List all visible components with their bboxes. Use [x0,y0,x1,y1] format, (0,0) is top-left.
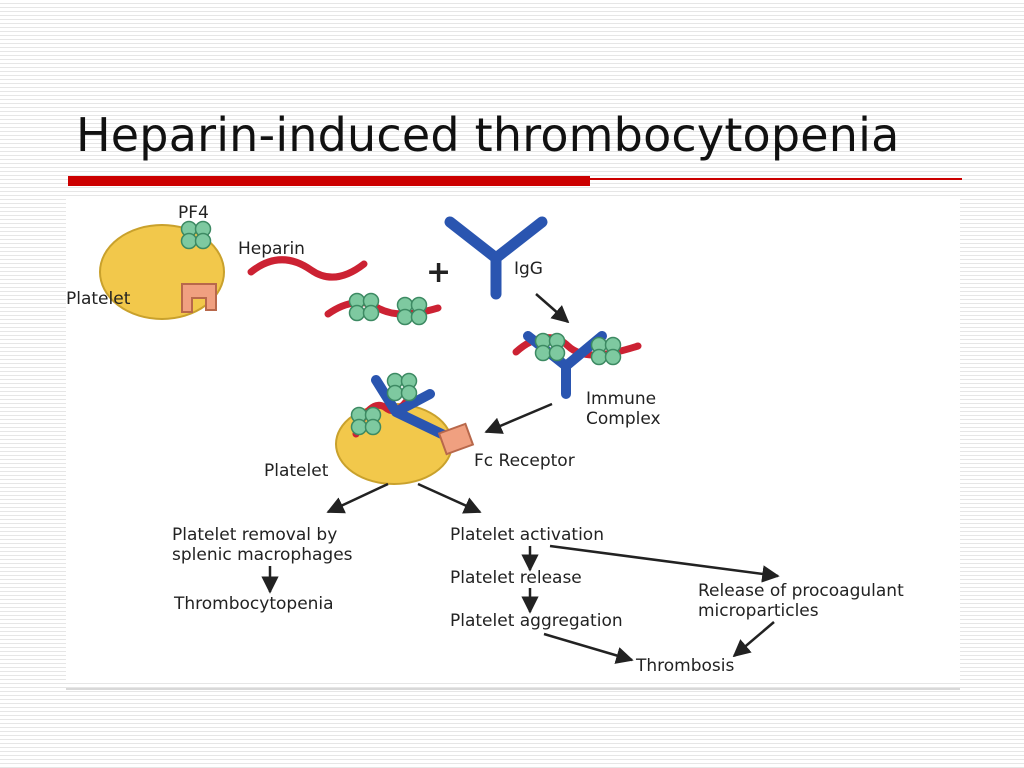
immune-complex: Immune Complex [512,331,661,429]
label-procoagulant-2: microparticles [698,601,819,621]
label-activation: Platelet activation [450,525,604,545]
pf4-heparin-complex [324,292,442,326]
arrow-to-activation [417,482,482,514]
slide-title: Heparin-induced thrombocytopenia [76,108,900,162]
label-removal-2: splenic macrophages [172,545,353,565]
label-platelet-mid: Platelet [264,461,329,481]
label-removal-1: Platelet removal by [172,525,337,545]
diagram-svg: PF4 Platelet Heparin + IgG Immune Co [66,203,904,676]
label-procoagulant-1: Release of procoagulant [698,581,904,601]
hit-mechanism-diagram: PF4 Platelet Heparin + IgG Immune Co [66,196,960,682]
label-fc-receptor: Fc Receptor [474,451,575,471]
platelet-top: PF4 Platelet [66,203,225,320]
arrow-aggregation-to-thrombosis [543,632,634,664]
igg-antibody: IgG [444,216,548,300]
label-pf4: PF4 [178,203,209,223]
bottom-rule [66,688,960,690]
title-underline-thick [68,176,590,186]
label-thrombocytopenia: Thrombocytopenia [173,594,334,614]
arrow-igg-to-complex [535,293,570,324]
arrow-activation-to-procoagulant [549,544,780,583]
title-underline-thin [590,178,962,180]
label-complex: Complex [586,409,661,429]
arrow-to-removal [326,482,389,514]
label-igg: IgG [514,259,543,279]
label-immune: Immune [586,389,656,409]
label-aggregation: Platelet aggregation [450,611,623,631]
fc-receptor-top [181,283,217,313]
heparin-strand [247,256,368,281]
label-platelet-top: Platelet [66,289,131,309]
fc-receptor-mid [437,422,475,456]
plus-sign: + [426,255,451,290]
label-heparin: Heparin [238,239,305,259]
label-thrombosis: Thrombosis [635,656,735,676]
label-release: Platelet release [450,568,582,588]
arrow-procoagulant-to-thrombosis [732,621,775,658]
arrow-complex-to-platelet [484,402,553,434]
platelet-mid: Platelet Fc Receptor [264,372,575,485]
